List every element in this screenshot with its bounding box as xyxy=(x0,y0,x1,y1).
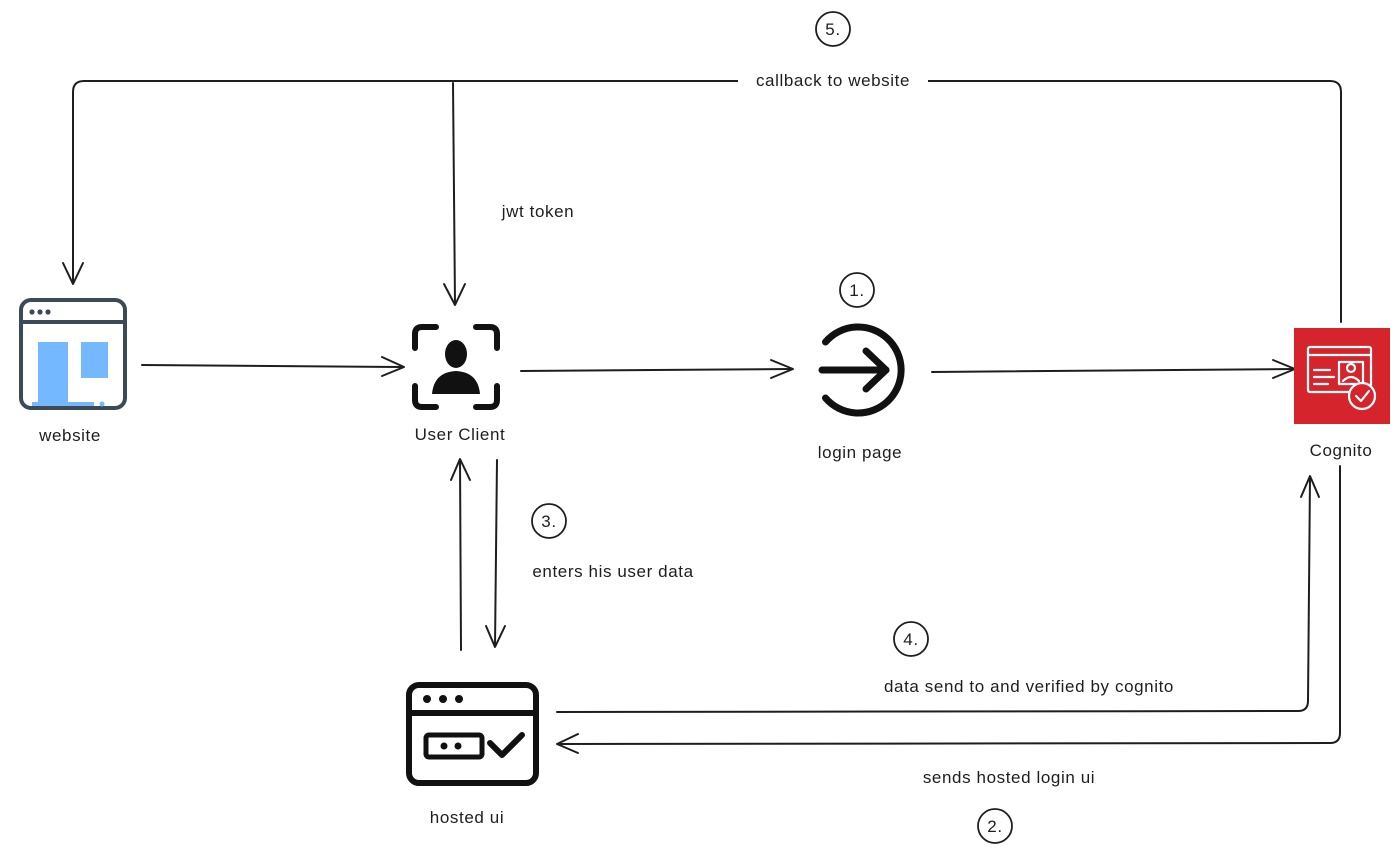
arrowhead-down-to-hosted-ui xyxy=(485,625,506,648)
arrowhead-up-to-cognito xyxy=(1300,475,1320,498)
step-badge-3: 3. xyxy=(531,503,567,539)
step-number-2: 2. xyxy=(987,817,1002,836)
login-arrow-icon xyxy=(818,323,905,417)
cognito-id-card-icon xyxy=(1294,328,1390,424)
edge-label-callback: callback to website xyxy=(756,71,910,90)
step-number-4: 4. xyxy=(903,630,918,649)
edge-data-send-to-cognito xyxy=(556,476,1311,713)
node-label-hosted-ui: hosted ui xyxy=(430,808,504,827)
arrowhead-up-to-user-client xyxy=(450,458,471,481)
step-badge-1: 1. xyxy=(839,272,875,308)
edge-callback-to-website xyxy=(72,80,1342,323)
website-window-icon xyxy=(19,298,127,410)
arrowhead-to-hosted-ui xyxy=(556,733,579,754)
arrowhead-user-client-to-login xyxy=(770,359,794,379)
callback-label-background xyxy=(738,68,928,94)
arrowhead-to-user-client-top xyxy=(443,283,466,306)
edge-label-data-send: data send to and verified by cognito xyxy=(884,677,1174,696)
node-label-login-page: login page xyxy=(818,443,902,462)
step-number-5: 5. xyxy=(825,20,840,39)
user-scan-icon xyxy=(412,324,500,410)
step-number-1: 1. xyxy=(849,281,864,300)
edge-hosted-ui-to-user-client xyxy=(459,459,462,651)
step-badge-4: 4. xyxy=(893,621,929,657)
arrowhead-to-website xyxy=(62,262,84,285)
node-label-user-client: User Client xyxy=(415,425,506,444)
edge-jwt-token xyxy=(452,82,456,305)
edge-user-client-to-hosted-ui xyxy=(494,459,498,647)
edge-label-sends-hosted: sends hosted login ui xyxy=(923,768,1095,787)
edge-label-jwt-token: jwt token xyxy=(501,202,575,221)
step-badge-2: 2. xyxy=(977,808,1013,844)
edge-login-to-cognito xyxy=(931,368,1295,373)
step-badge-5: 5. xyxy=(815,11,851,47)
node-label-cognito: Cognito xyxy=(1310,441,1373,460)
step-number-3: 3. xyxy=(541,512,556,531)
hosted-ui-window-icon xyxy=(406,682,539,786)
edge-user-client-to-login xyxy=(520,368,793,372)
edge-cognito-to-hosted-ui xyxy=(557,465,1341,745)
arrowhead-website-to-user-client xyxy=(381,356,405,377)
node-label-website: website xyxy=(38,426,101,445)
edge-label-enters-user-data: enters his user data xyxy=(532,562,693,581)
edge-website-to-user-client xyxy=(141,364,404,368)
